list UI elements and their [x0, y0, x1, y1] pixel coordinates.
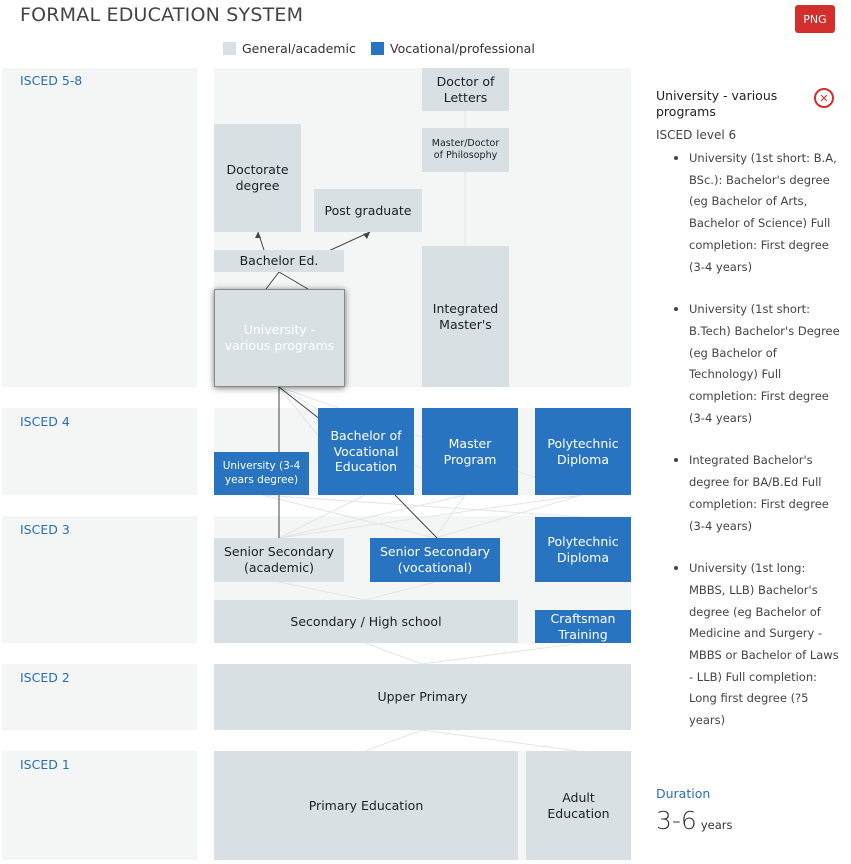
detail-panel-list: University (1st short: B.A, BSc.): Bache…: [670, 148, 842, 753]
program-doctorate-degree[interactable]: Doctorate degree: [214, 124, 301, 232]
program-master-doctor-philosophy[interactable]: Master/Doctor of Philosophy: [422, 128, 509, 172]
legend-label-general: General/academic: [242, 40, 356, 56]
level-label-isced-4: ISCED 4: [20, 414, 70, 429]
level-label-isced-5-8: ISCED 5-8: [20, 73, 83, 88]
legend-general[interactable]: General/academic: [223, 40, 356, 56]
level-label-isced-1: ISCED 1: [20, 757, 70, 772]
detail-panel-item: University (1st short: B.Tech) Bachelor'…: [670, 299, 842, 429]
program-craftsman-training[interactable]: Craftsman Training: [535, 610, 631, 643]
detail-panel-item: University (1st long: MBBS, LLB) Bachelo…: [670, 558, 842, 732]
program-secondary-high-school[interactable]: Secondary / High school: [214, 600, 518, 643]
legend-swatch-vocational: [371, 41, 384, 55]
program-primary-education[interactable]: Primary Education: [214, 751, 518, 860]
program-polytechnic-diploma-3[interactable]: Polytechnic Diploma: [535, 517, 631, 582]
program-adult-education[interactable]: Adult Education: [526, 751, 631, 860]
program-bachelor-ed[interactable]: Bachelor Ed.: [214, 250, 344, 272]
level-label-isced-3: ISCED 3: [20, 522, 70, 537]
detail-panel-item: Integrated Bachelor's degree for BA/B.Ed…: [670, 450, 842, 537]
program-upper-primary[interactable]: Upper Primary: [214, 664, 631, 730]
duration-value: 3-6 years: [656, 806, 733, 835]
legend-vocational[interactable]: Vocational/professional: [371, 40, 535, 56]
program-senior-secondary-academic[interactable]: Senior Secondary (academic): [214, 538, 344, 582]
duration-unit: years: [700, 818, 733, 832]
program-integrated-masters[interactable]: Integrated Master's: [422, 246, 509, 387]
duration-number: 3-6: [656, 806, 697, 835]
legend-label-vocational: Vocational/professional: [390, 40, 535, 56]
close-icon[interactable]: ✕: [814, 88, 834, 108]
program-post-graduate[interactable]: Post graduate: [314, 189, 422, 232]
level-label-isced-2: ISCED 2: [20, 670, 70, 685]
detail-panel-item: University (1st short: B.A, BSc.): Bache…: [670, 148, 842, 278]
program-university-various[interactable]: University - various programs: [214, 289, 345, 387]
program-doctor-of-letters[interactable]: Doctor of Letters: [422, 68, 509, 111]
program-senior-secondary-vocational[interactable]: Senior Secondary (vocational): [370, 538, 500, 582]
legend-swatch-general: [223, 41, 236, 55]
program-bachelor-vocational[interactable]: Bachelor of Vocational Education: [318, 408, 414, 495]
page-title: FORMAL EDUCATION SYSTEM: [20, 4, 304, 26]
png-export-button[interactable]: PNG: [795, 5, 835, 33]
program-polytechnic-diploma-4[interactable]: Polytechnic Diploma: [535, 408, 631, 495]
detail-panel-title: University - various programs: [656, 88, 778, 120]
program-university-3-4-years[interactable]: University (3-4 years degree): [214, 452, 309, 495]
program-master-program[interactable]: Master Program: [422, 408, 518, 495]
detail-panel-isced-level: ISCED level 6: [656, 128, 737, 142]
duration-label: Duration: [656, 786, 711, 801]
